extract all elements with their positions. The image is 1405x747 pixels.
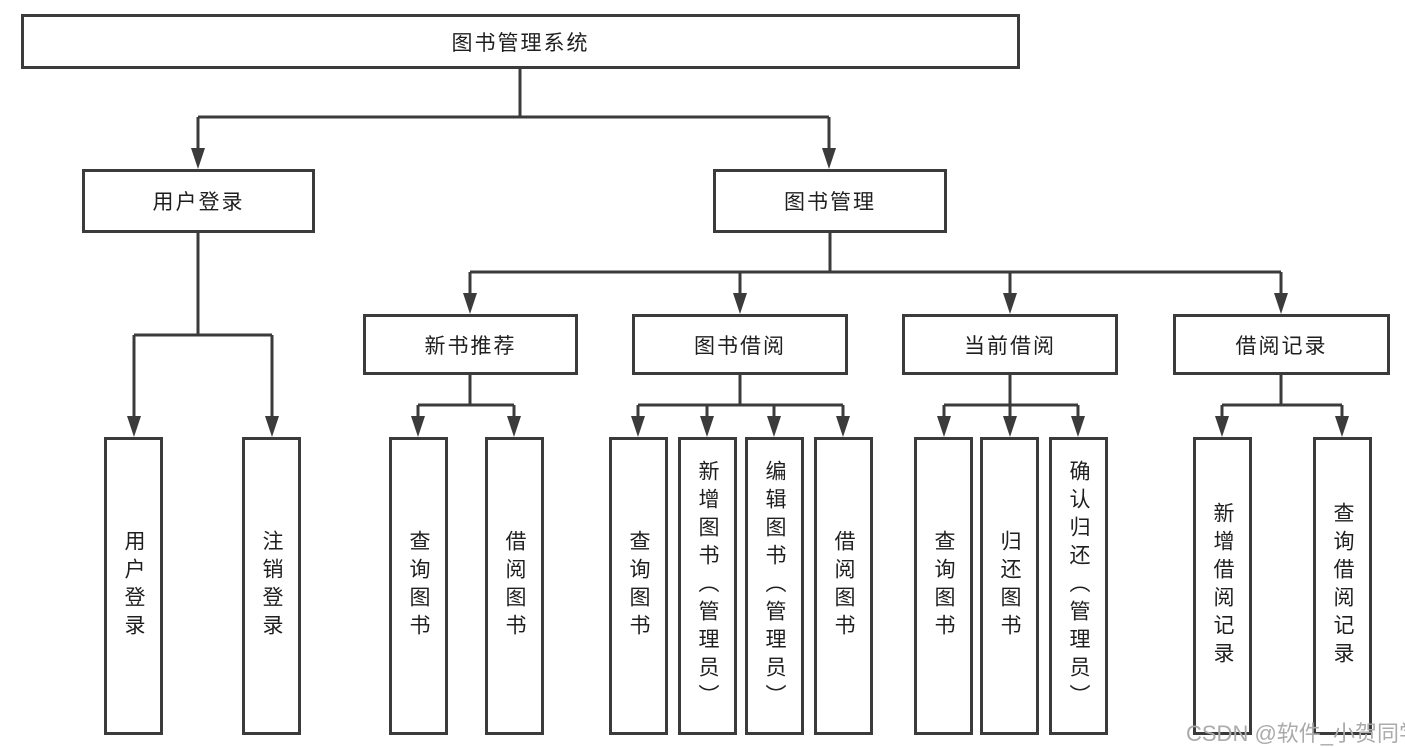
node-label: 新增借阅记录: [1211, 502, 1234, 670]
node-user-login: 用户登录: [82, 169, 315, 233]
leaf-query-books-recommend: 查询图书: [389, 437, 448, 735]
node-root-system: 图书管理系统: [21, 14, 1020, 69]
node-label: 当前借阅: [964, 334, 1056, 358]
leaf-user-login: 用户登录: [104, 437, 163, 735]
node-book-borrowing: 图书借阅: [632, 314, 848, 375]
leaf-logout: 注销登录: [242, 437, 301, 735]
node-label: 查询图书: [932, 530, 955, 642]
node-book-management: 图书管理: [713, 169, 947, 233]
leaf-query-books-current: 查询图书: [914, 437, 973, 735]
node-label: 查询图书: [627, 530, 650, 642]
node-label: 注销登录: [260, 530, 283, 642]
node-label: 图书借阅: [694, 334, 786, 358]
leaf-add-borrow-record: 新增借阅记录: [1193, 437, 1252, 735]
csdn-watermark: CSDN @软件_小贺同学: [1186, 721, 1405, 746]
node-label: 查询图书: [407, 530, 430, 642]
node-label: 新书推荐: [424, 334, 517, 358]
node-label: 借阅图书: [832, 530, 855, 642]
leaf-add-books-admin: 新增图书（管理员）: [678, 437, 737, 735]
node-label: 新增图书（管理员）: [696, 460, 719, 712]
node-label: 归还图书: [998, 530, 1021, 642]
node-label: 用户登录: [122, 530, 145, 642]
leaf-query-books-borrow: 查询图书: [609, 437, 668, 735]
leaf-confirm-return-admin: 确认归还（管理员）: [1049, 437, 1108, 735]
node-label: 借阅图书: [503, 530, 526, 642]
node-label: 图书管理系统: [451, 31, 590, 55]
node-label: 查询借阅记录: [1331, 502, 1354, 670]
node-label: 用户登录: [152, 191, 245, 214]
leaf-borrow-books-recommend: 借阅图书: [485, 437, 544, 735]
leaf-borrow-books: 借阅图书: [814, 437, 873, 735]
node-borrowing-records: 借阅记录: [1173, 314, 1390, 375]
leaf-query-borrow-record: 查询借阅记录: [1313, 437, 1372, 735]
node-label: 借阅记录: [1235, 334, 1328, 358]
node-current-borrowing: 当前借阅: [902, 314, 1118, 375]
node-label: 编辑图书（管理员）: [763, 460, 786, 712]
node-label: 确认归还（管理员）: [1067, 460, 1090, 712]
node-label: 图书管理: [784, 191, 876, 214]
leaf-edit-books-admin: 编辑图书（管理员）: [745, 437, 804, 735]
leaf-return-books: 归还图书: [980, 437, 1039, 735]
node-new-book-recommendation: 新书推荐: [363, 314, 578, 375]
